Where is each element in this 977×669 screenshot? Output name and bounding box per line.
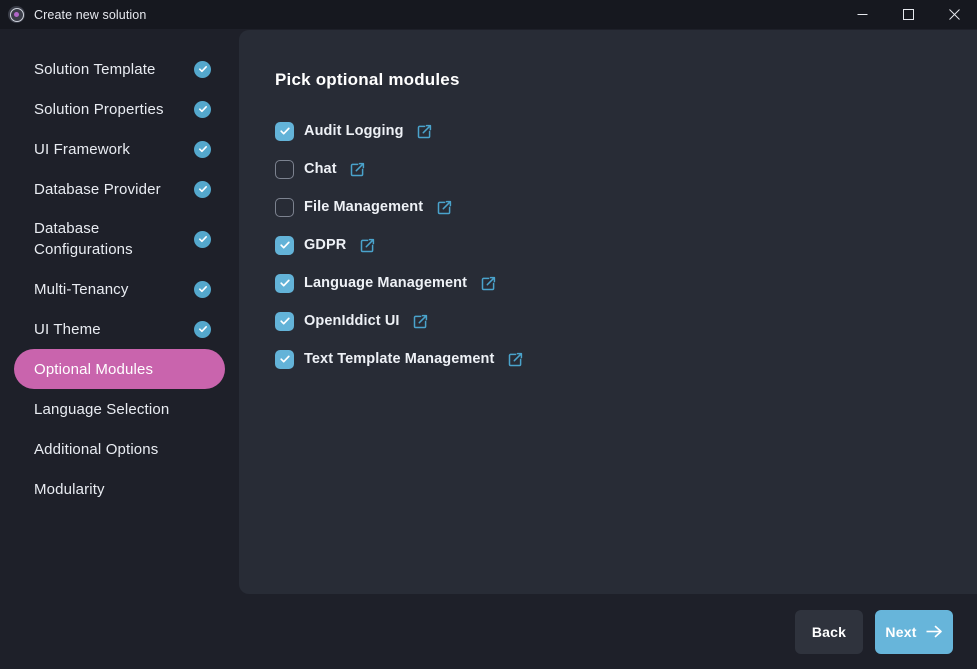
sidebar-item-label: UI Framework <box>34 140 130 158</box>
title-bar: Create new solution <box>0 0 977 29</box>
module-checkbox[interactable] <box>275 311 294 331</box>
module-checkbox[interactable] <box>275 235 294 255</box>
sidebar-item-label: Language Selection <box>34 400 170 418</box>
module-row[interactable]: Chat <box>275 150 941 188</box>
external-link-icon[interactable] <box>359 237 375 253</box>
step-completed-check-icon <box>194 100 211 118</box>
sidebar-item-label: Solution Properties <box>34 100 164 118</box>
sidebar-item-label: Additional Options <box>34 440 159 458</box>
sidebar-item-label: Modularity <box>34 480 105 498</box>
module-checkbox[interactable] <box>275 349 294 369</box>
external-link-icon[interactable] <box>507 351 523 367</box>
next-button[interactable]: Next <box>875 609 953 654</box>
minimize-icon <box>857 14 867 15</box>
sidebar-item-language-selection[interactable]: Language Selection <box>14 389 225 429</box>
module-row[interactable]: Language Management <box>275 264 941 302</box>
arrow-right-icon <box>926 625 942 638</box>
sidebar-item-ui-framework[interactable]: UI Framework <box>14 129 225 169</box>
module-label: File Management <box>304 199 424 215</box>
sidebar-item-ui-theme[interactable]: UI Theme <box>14 309 225 349</box>
external-link-icon[interactable] <box>350 161 366 177</box>
sidebar-item-solution-template[interactable]: Solution Template <box>14 49 225 89</box>
close-icon <box>948 9 960 20</box>
sidebar-item-label: UI Theme <box>34 320 101 338</box>
module-row[interactable]: Audit Logging <box>275 112 941 150</box>
sidebar-item-label: Database Provider <box>34 180 161 198</box>
step-completed-check-icon <box>194 140 211 158</box>
next-button-label: Next <box>885 623 917 640</box>
sidebar-item-database-provider[interactable]: Database Provider <box>14 169 225 209</box>
sidebar-item-modularity[interactable]: Modularity <box>14 469 225 509</box>
module-row[interactable]: OpenIddict UI <box>275 302 941 340</box>
maximize-button[interactable] <box>885 0 931 29</box>
sidebar-item-multi-tenancy[interactable]: Multi-Tenancy <box>14 269 225 309</box>
sidebar-item-database-configurations[interactable]: Database Configurations <box>14 209 225 269</box>
module-label: Chat <box>304 161 337 177</box>
sidebar-item-solution-properties[interactable]: Solution Properties <box>14 89 225 129</box>
external-link-icon[interactable] <box>480 275 496 291</box>
sidebar-item-optional-modules[interactable]: Optional Modules <box>14 349 225 389</box>
title-bar-left: Create new solution <box>0 6 146 23</box>
back-button[interactable]: Back <box>795 609 863 654</box>
step-completed-check-icon <box>194 320 211 338</box>
sidebar-item-label: Database Configurations <box>34 220 133 258</box>
step-completed-check-icon <box>194 180 211 198</box>
sidebar-item-label: Optional Modules <box>34 360 154 378</box>
module-checkbox[interactable] <box>275 159 294 179</box>
sidebar-item-label: Solution Template <box>34 60 156 78</box>
module-label: Language Management <box>304 275 468 291</box>
module-checkbox[interactable] <box>275 197 294 217</box>
module-label: GDPR <box>304 237 347 253</box>
external-link-icon[interactable] <box>436 199 452 215</box>
maximize-icon <box>902 9 914 20</box>
step-completed-check-icon <box>194 230 211 248</box>
module-row[interactable]: File Management <box>275 188 941 226</box>
minimize-button[interactable] <box>839 0 885 29</box>
module-label: Audit Logging <box>304 123 404 139</box>
module-row[interactable]: Text Template Management <box>275 340 941 378</box>
module-checkbox[interactable] <box>275 273 294 293</box>
external-link-icon[interactable] <box>413 313 429 329</box>
window-controls <box>839 0 977 29</box>
step-completed-check-icon <box>194 60 211 78</box>
wizard-footer: Back Next <box>0 594 977 669</box>
step-completed-check-icon <box>194 280 211 298</box>
module-label: Text Template Management <box>304 351 495 367</box>
sidebar-item-additional-options[interactable]: Additional Options <box>14 429 225 469</box>
external-link-icon[interactable] <box>417 123 433 139</box>
module-row[interactable]: GDPR <box>275 226 941 264</box>
close-button[interactable] <box>931 0 977 29</box>
sidebar-item-label: Multi-Tenancy <box>34 280 129 298</box>
abp-logo-icon <box>8 6 25 23</box>
module-label: OpenIddict UI <box>304 313 400 329</box>
window-title: Create new solution <box>34 7 147 22</box>
page-title: Pick optional modules <box>275 70 460 89</box>
module-checkbox[interactable] <box>275 121 294 141</box>
